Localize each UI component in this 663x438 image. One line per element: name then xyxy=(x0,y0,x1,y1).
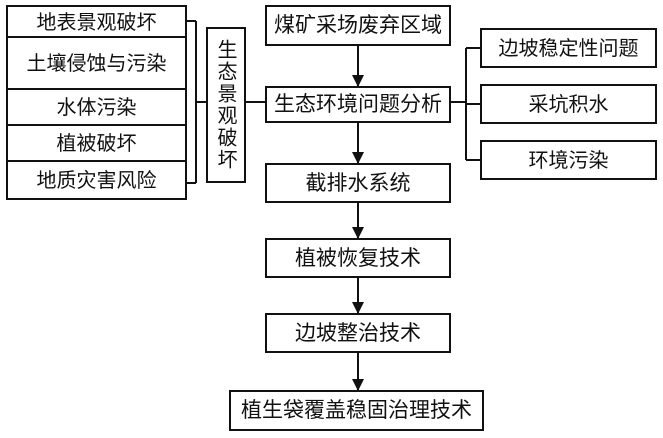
node-drainage-system: 截排水系统 xyxy=(265,163,451,203)
left-item-4: 植被破坏 xyxy=(6,124,187,162)
node-abandoned-mining-area: 煤矿采场废弃区域 xyxy=(265,5,451,46)
left-item-3: 水体污染 xyxy=(6,88,187,126)
right-item-2: 采坑积水 xyxy=(480,84,657,124)
node-bag-cover-technique: 植生袋覆盖稳固治理技术 xyxy=(229,390,484,431)
node-vegetation-restoration: 植被恢复技术 xyxy=(265,238,451,278)
node-eco-landscape-damage: 生态景观破坏 xyxy=(206,27,246,183)
node-eco-problem-analysis: 生态环境问题分析 xyxy=(265,86,451,123)
node-slope-treatment: 边坡整治技术 xyxy=(265,313,451,353)
right-item-3: 环境污染 xyxy=(480,140,657,180)
left-item-2: 土壤侵蚀与污染 xyxy=(6,36,187,90)
right-item-1: 边坡稳定性问题 xyxy=(480,28,657,68)
left-item-1: 地表景观破坏 xyxy=(6,5,187,38)
left-item-5: 地质灾害风险 xyxy=(6,160,187,200)
